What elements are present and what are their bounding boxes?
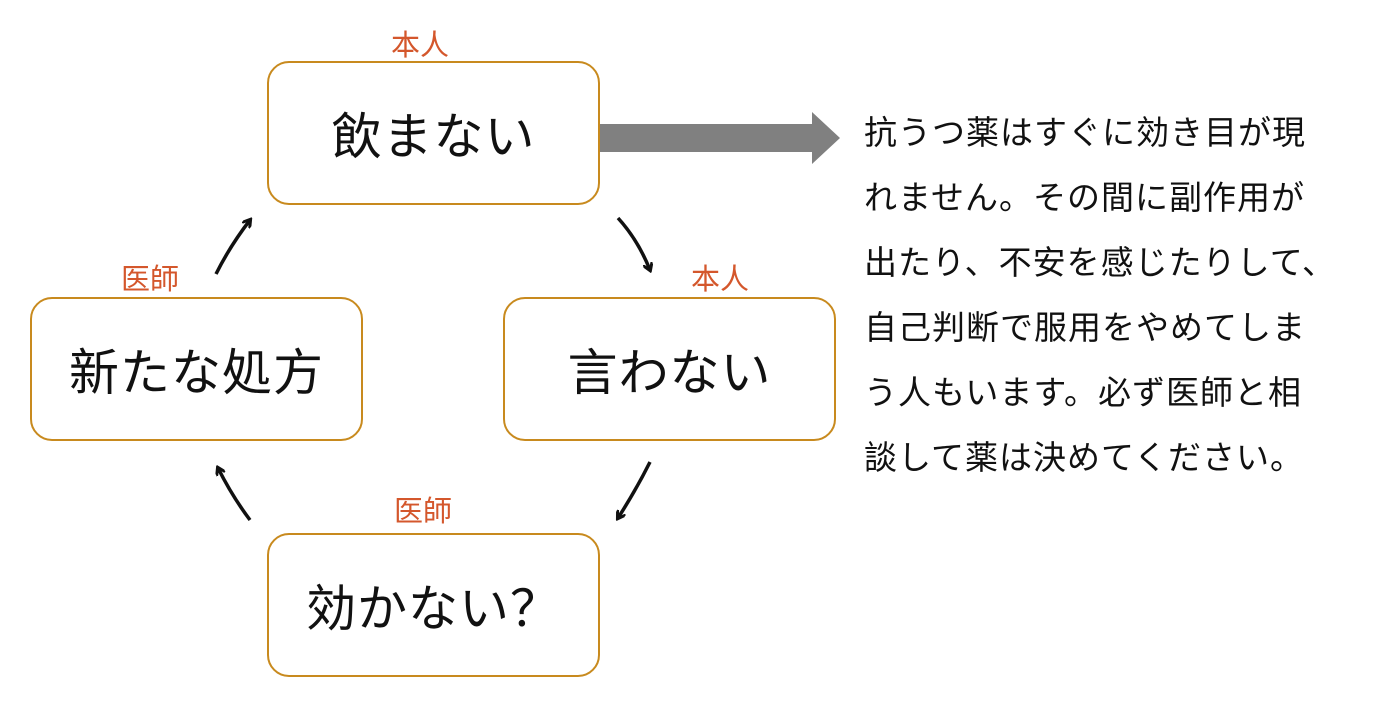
explanation-line: れません。その間に副作用が (864, 178, 1306, 217)
explanation-line: 出たり、不安を感じたりして、 (864, 243, 1337, 282)
node-nomanai: 飲まない (267, 61, 600, 205)
arrow-bottom-to-left (218, 468, 252, 522)
explanation-text: 抗うつ薬はすぐに効き目が現 れません。その間に副作用が 出たり、不安を感じたりし… (864, 100, 1364, 490)
explanation-line: う人もいます。必ず医師と相 (864, 373, 1303, 412)
explanation-line: 抗うつ薬はすぐに効き目が現 (864, 113, 1306, 152)
explanation-line: 自己判断で服用をやめてしま (864, 308, 1306, 347)
role-label-left: 医師 (120, 262, 179, 296)
arrow-top-to-right (616, 216, 650, 270)
node-iwanai: 言わない (503, 297, 836, 441)
role-label-bottom: 医師 (393, 494, 452, 528)
explanation-arrow (582, 112, 840, 164)
role-label-right: 本人 (690, 262, 749, 296)
arrow-right-to-bottom (618, 461, 652, 518)
node-aratana-shoho: 新たな処方 (30, 297, 363, 441)
role-label-top: 本人 (390, 28, 449, 62)
node-kikanai: 効かない？ (267, 533, 600, 677)
arrow-left-to-top (214, 220, 250, 275)
explanation-line: 談して薬は決めてください。 (864, 438, 1305, 477)
